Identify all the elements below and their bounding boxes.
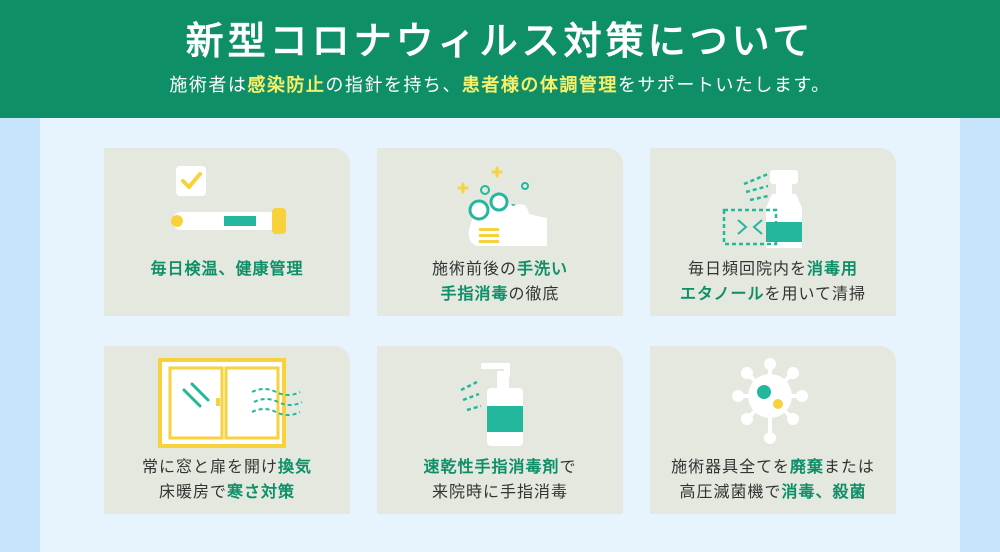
handwash-icon [457,166,547,246]
page-subtitle: 施術者は感染防止の指針を持ち、患者様の体調管理をサポートいたします。 [0,74,1000,98]
caption-line [104,281,350,306]
sanitizer-pump-icon [460,363,523,446]
caption-line: 毎日頻回院内を消毒用 [650,256,896,281]
caption-line: 毎日検温、健康管理 [104,256,350,281]
window-icon [158,358,303,448]
caption-line: 手指消毒の徹底 [377,281,623,306]
card-sanitizer: 速乾性手指消毒剤で 来院時に手指消毒 [377,346,623,514]
subtitle-text: をサポートいたします。 [617,75,831,96]
caption-highlight: 廃棄 [789,457,824,476]
caption-text: を用いて清掃 [764,284,867,303]
caption-line: エタノールを用いて清掃 [650,281,896,306]
caption-line: 施術前後の手洗い [377,256,623,281]
card-caption: 速乾性手指消毒剤で 来院時に手指消毒 [377,454,623,504]
caption-highlight: 手指消毒 [440,284,509,303]
page-header: 新型コロナウィルス対策について 施術者は感染防止の指針を持ち、患者様の体調管理を… [0,0,1000,118]
page-title: 新型コロナウィルス対策について [185,19,815,63]
card-handwash: 施術前後の手洗い 手指消毒の徹底 [377,148,623,316]
subtitle-highlight: 感染防止 [247,75,326,96]
caption-text: 毎日頻回院内を [687,259,807,278]
caption-text: で [559,457,577,476]
card-caption: 毎日検温、健康管理 [104,256,350,306]
caption-text: 来院時に手指消毒 [431,482,568,501]
card-ethanol: 毎日頻回院内を消毒用 エタノールを用いて清掃 [650,148,896,316]
card-caption: 毎日頻回院内を消毒用 エタノールを用いて清掃 [650,256,896,306]
card-caption: 施術前後の手洗い 手指消毒の徹底 [377,256,623,306]
caption-text: の徹底 [508,284,560,303]
card-sterilize: 施術器具全てを廃棄または 高圧滅菌機で消毒、殺菌 [650,346,896,514]
caption-highlight: 消毒用 [807,259,859,278]
subtitle-highlight: 患者様の体調管理 [461,75,618,96]
virus-icon [732,358,808,444]
subtitle-text: 施術者は [169,75,248,96]
caption-text: 常に窓と扉を開け [141,457,278,476]
spray-bottle-icon [722,170,802,248]
caption-highlight: 毎日検温、健康管理 [150,259,304,278]
caption-text: 高圧滅菌機で [679,482,782,501]
caption-text: 施術前後の [431,259,517,278]
caption-highlight: 消毒、殺菌 [781,482,867,501]
caption-text: または [823,457,875,476]
thermometer-icon [171,166,286,234]
card-caption: 施術器具全てを廃棄または 高圧滅菌機で消毒、殺菌 [650,454,896,504]
caption-line: 高圧滅菌機で消毒、殺菌 [650,479,896,504]
card-ventilation: 常に窓と扉を開け換気 床暖房で寒さ対策 [104,346,350,514]
caption-highlight: 速乾性手指消毒剤 [423,457,560,476]
caption-line: 常に窓と扉を開け換気 [104,454,350,479]
caption-line: 床暖房で寒さ対策 [104,479,350,504]
caption-line: 施術器具全てを廃棄または [650,454,896,479]
caption-highlight: 換気 [278,457,313,476]
caption-text: 床暖房で [158,482,227,501]
card-caption: 常に窓と扉を開け換気 床暖房で寒さ対策 [104,454,350,504]
caption-highlight: 手洗い [517,259,569,278]
caption-line: 来院時に手指消毒 [377,479,623,504]
caption-highlight: 寒さ対策 [227,482,296,501]
caption-highlight: エタノール [679,284,765,303]
card-temperature: 毎日検温、健康管理 [104,148,350,316]
caption-text: 施術器具全てを [671,457,790,476]
caption-line: 速乾性手指消毒剤で [377,454,623,479]
subtitle-text: の指針を持ち、 [325,75,462,96]
content-panel: 毎日検温、健康管理 施術前後の手洗い 手指消毒の徹底 [40,118,960,552]
